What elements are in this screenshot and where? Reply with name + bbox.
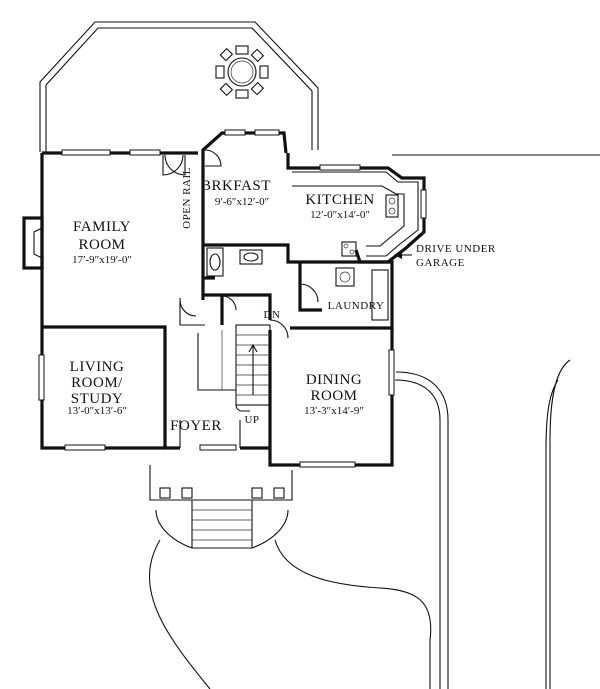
staircase — [197, 324, 271, 412]
dining-room-dims: 13′-3″x14′-9″ — [304, 405, 364, 417]
family-room-label-1: FAMILY — [73, 219, 131, 235]
laundry-appliances — [335, 267, 389, 321]
living-room-label-1: LIVING — [70, 359, 125, 375]
front-porch — [149, 465, 293, 549]
breakfast-label: BRKFAST — [201, 178, 271, 194]
living-room-label-2: ROOM/ — [71, 375, 123, 391]
drive-under-label-1: DRIVE UNDER — [416, 243, 496, 255]
room-labels: FAMILY ROOM 17′-9″x19′-0″ BRKFAST 9′-6″x… — [67, 167, 496, 434]
family-room-label-2: ROOM — [78, 237, 125, 253]
drive-arrow-icon — [394, 251, 412, 259]
stairs-down-label: DN — [264, 309, 281, 321]
foyer-label: FOYER — [170, 418, 222, 434]
dining-room-label-1: DINING — [306, 372, 362, 388]
deck — [39, 21, 319, 152]
living-room-dims: 13′-0″x13′-6″ — [67, 405, 127, 417]
drive-under-label-2: GARAGE — [416, 257, 465, 269]
family-room-dims: 17′-9″x19′-0″ — [72, 254, 132, 266]
walkways — [149, 154, 600, 689]
interior-walls — [42, 262, 322, 448]
patio-table-icon — [215, 45, 269, 99]
stairs-up-label: UP — [244, 414, 259, 426]
windows — [38, 129, 427, 468]
entry-details — [179, 420, 241, 448]
living-room-label-3: STUDY — [71, 391, 124, 407]
powder-room-fixtures — [206, 247, 263, 277]
fireplace-icon — [22, 216, 44, 270]
laundry-label: LAUNDRY — [328, 300, 385, 312]
kitchen-dims: 12′-0″x14′-0″ — [310, 209, 370, 221]
breakfast-dims: 9′-6″x12′-0″ — [215, 196, 269, 208]
dining-room-label-2: ROOM — [310, 388, 357, 404]
open-rail-label: OPEN RAIL — [181, 167, 193, 229]
kitchen-counters — [292, 171, 419, 257]
doors — [162, 149, 319, 339]
kitchen-label: KITCHEN — [305, 192, 374, 208]
